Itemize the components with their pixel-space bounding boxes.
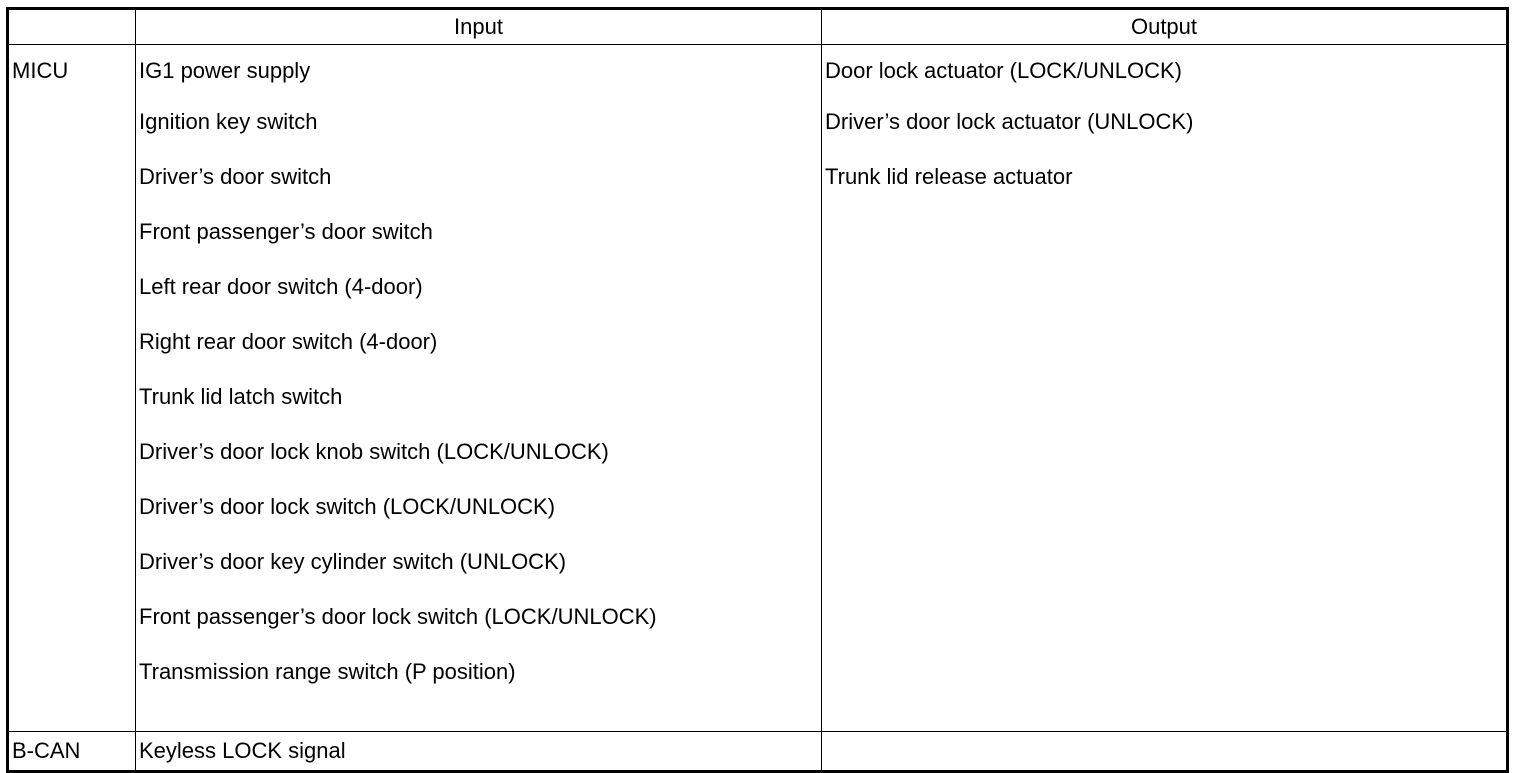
list-item: Front passenger’s door switch: [139, 219, 433, 244]
list-item: Driver’s door key cylinder switch (UNLOC…: [139, 549, 567, 574]
list-item: IG1 power supply: [139, 58, 311, 83]
list-item: Driver’s door lock switch (LOCK/UNLOCK): [139, 494, 556, 519]
header-output: Output: [821, 8, 1508, 45]
header-input: Input: [135, 8, 822, 45]
table-row: B-CAN Keyless LOCK signal: [7, 731, 1508, 772]
list-item: Trunk lid latch switch: [139, 384, 343, 409]
list-item: Driver’s door lock actuator (UNLOCK): [825, 109, 1194, 134]
output-cell: [821, 731, 1508, 772]
list-item: Right rear door switch (4-door): [139, 329, 438, 354]
unit-cell: B-CAN: [7, 731, 136, 772]
list-item: Transmission range switch (P position): [139, 659, 516, 684]
list-item: Ignition key switch: [139, 109, 318, 134]
io-table: Input Output MICU IG1 power supply Ignit…: [6, 7, 1509, 773]
list-item: Driver’s door lock knob switch (LOCK/UNL…: [139, 439, 609, 464]
list-item: Trunk lid release actuator: [825, 164, 1073, 189]
table-row: MICU IG1 power supply Ignition key switc…: [7, 44, 1508, 732]
output-cell: Door lock actuator (LOCK/UNLOCK) Driver’…: [821, 44, 1508, 732]
list-item: Driver’s door switch: [139, 164, 332, 189]
input-cell: IG1 power supply Ignition key switch Dri…: [135, 44, 822, 732]
header-row: Input Output: [7, 8, 1508, 45]
header-blank-cell: [7, 8, 136, 45]
input-cell: Keyless LOCK signal: [135, 731, 822, 772]
list-item: Front passenger’s door lock switch (LOCK…: [139, 604, 657, 629]
list-item: Door lock actuator (LOCK/UNLOCK): [825, 58, 1182, 83]
list-item: Left rear door switch (4-door): [139, 274, 423, 299]
unit-cell: MICU: [7, 44, 136, 732]
